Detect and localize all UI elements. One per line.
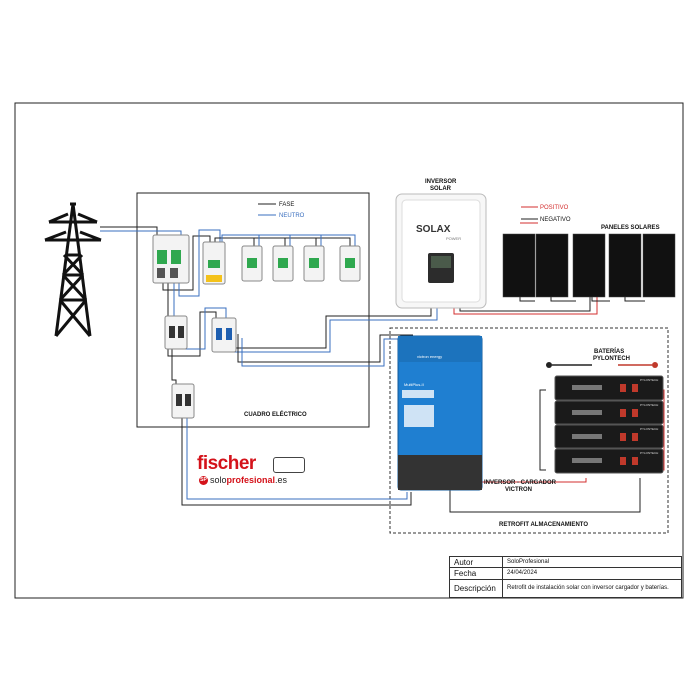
solax-sub: POWER xyxy=(446,236,461,241)
solar-panel xyxy=(502,233,536,298)
solar-panels xyxy=(502,233,676,298)
battery-brand-2: PYLONTECH xyxy=(640,403,658,407)
brand-logo: fischer SP soloprofesional.es xyxy=(197,453,307,493)
pylontech-batteries xyxy=(554,375,664,474)
circuit-breakers-row xyxy=(241,245,361,282)
solar-panel xyxy=(535,233,569,298)
label-inversor-solar-1: INVERSOR xyxy=(425,179,457,185)
label-inversor-solar-2: SOLAR xyxy=(430,186,452,192)
label-baterias-1: BATERÍAS xyxy=(594,347,624,355)
solar-panel xyxy=(642,233,676,298)
battery-brand-4: PYLONTECH xyxy=(640,451,658,455)
title-value: 24/04/2024 xyxy=(502,567,682,580)
battery-cables xyxy=(546,362,658,368)
label-cargador-2: VICTRON xyxy=(505,487,532,493)
breaker-middle-right xyxy=(211,317,237,353)
drawing-frame xyxy=(14,102,684,599)
title-key: Autor xyxy=(449,555,503,569)
breaker-middle-left xyxy=(164,315,188,350)
breaker-lower xyxy=(171,383,195,419)
label-baterias-2: PYLONTECH xyxy=(593,356,630,362)
title-value: Retrofit de instalación solar con invers… xyxy=(502,578,682,599)
solax-brand: SOLAX xyxy=(416,224,451,235)
title-key: Descripción xyxy=(449,578,503,599)
battery-brand-3: PYLONTECH xyxy=(640,427,658,431)
label-retrofit: RETROFIT ALMACENAMIENTO xyxy=(499,522,588,528)
title-block: Autor SoloProfesional Fecha 24/04/2024 D… xyxy=(449,555,682,599)
sp-badge-icon: SP xyxy=(199,475,208,485)
wires xyxy=(100,203,665,513)
solar-panel xyxy=(608,233,642,298)
label-cuadro: CUADRO ELÉCTRICO xyxy=(244,410,307,418)
legend-fase: FASE xyxy=(279,202,294,208)
surge-protector xyxy=(202,241,226,285)
power-tower xyxy=(44,202,102,337)
main-breaker xyxy=(152,234,190,284)
sp-site: soloprofesional.es xyxy=(210,475,288,485)
title-block-row: Autor SoloProfesional xyxy=(449,555,682,569)
legend-negativo: NEGATIVO xyxy=(540,217,571,223)
title-block-row: Fecha 24/04/2024 xyxy=(449,567,682,580)
soloprofesional-logo: SP soloprofesional.es xyxy=(199,475,287,485)
victron-logo: victron energy xyxy=(417,354,442,359)
cuadro-electrico-box xyxy=(136,192,370,428)
fischer-badge-icon xyxy=(273,457,305,473)
label-cargador-1: INVERSOR - CARGADOR xyxy=(484,480,557,486)
battery-brand-1: PYLONTECH xyxy=(640,378,658,382)
solar-panel xyxy=(572,233,606,298)
title-key: Fecha xyxy=(449,567,503,580)
title-value: SoloProfesional xyxy=(502,555,682,569)
legend-neutro: NEUTRO xyxy=(279,213,305,219)
victron-inverter-charger xyxy=(397,335,483,491)
fischer-logo: fischer xyxy=(197,453,256,474)
label-paneles: PANELES SOLARES xyxy=(601,225,660,231)
title-block-row: Descripción Retrofit de instalación sola… xyxy=(449,578,682,599)
solax-inverter xyxy=(395,193,487,309)
retrofit-box xyxy=(389,327,669,534)
victron-model: MultiPlus-II xyxy=(404,382,424,387)
legend-positivo: POSITIVO xyxy=(540,205,569,211)
